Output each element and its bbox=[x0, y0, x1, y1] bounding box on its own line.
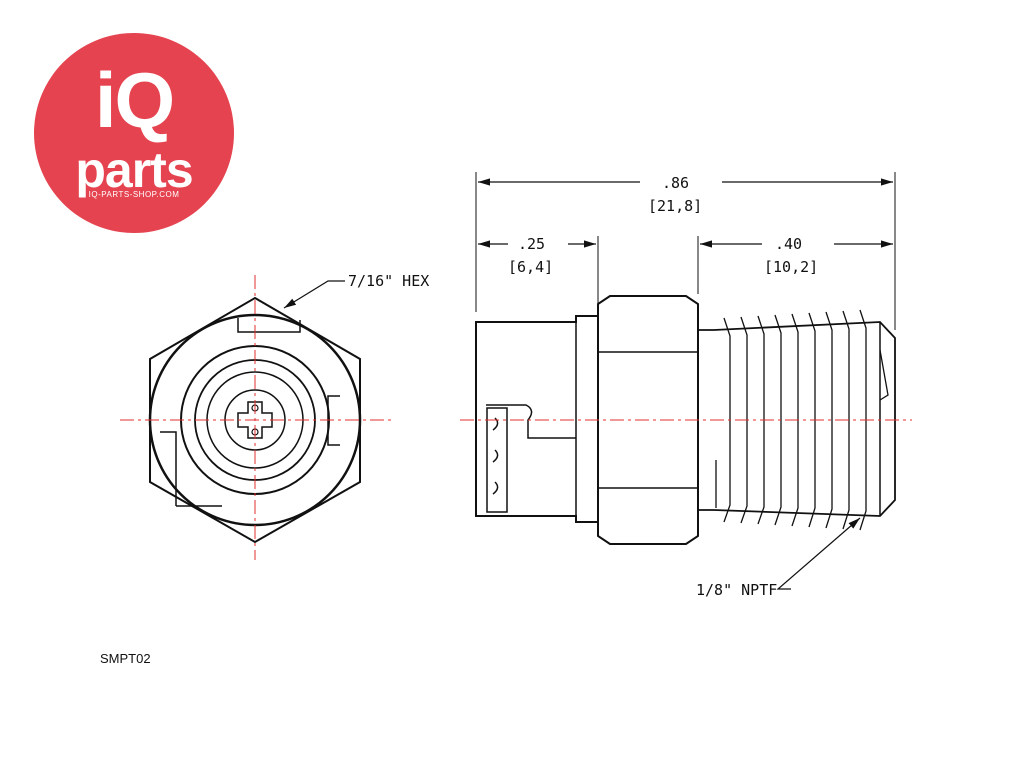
front-centerlines bbox=[120, 275, 392, 560]
cross-slot bbox=[237, 401, 273, 439]
hex-label: 7/16" HEX bbox=[348, 272, 429, 290]
overall-dim-mm: [21,8] bbox=[648, 197, 702, 215]
logo-circle bbox=[34, 33, 234, 233]
latch-button bbox=[486, 404, 576, 439]
hex-section bbox=[597, 295, 699, 545]
coupling-body bbox=[475, 315, 599, 523]
thread-leader bbox=[776, 517, 861, 590]
hex-outline bbox=[149, 296, 361, 544]
extension-lines bbox=[475, 172, 896, 330]
left-dim-inch: .25 bbox=[518, 235, 545, 253]
part-code: SMPT02 bbox=[100, 651, 151, 666]
right-dim-mm: [10,2] bbox=[764, 258, 818, 276]
logo-url-text: IQ-PARTS-SHOP.COM bbox=[88, 190, 180, 199]
logo-iq-text: iQ bbox=[94, 56, 175, 144]
latch-tab-top bbox=[237, 318, 301, 333]
right-dim-inch: .40 bbox=[775, 235, 802, 253]
latch-tab-bottom bbox=[160, 431, 222, 507]
left-dim-mm: [6,4] bbox=[508, 258, 553, 276]
thread-neck bbox=[698, 329, 714, 511]
logo-parts-text: parts bbox=[75, 142, 193, 198]
thread-envelope bbox=[713, 321, 896, 517]
cpc-mark bbox=[486, 407, 508, 513]
overall-dim-inch: .86 bbox=[662, 174, 689, 192]
hex-leader bbox=[283, 280, 345, 309]
iq-parts-logo[interactable]: iQ parts IQ-PARTS-SHOP.COM bbox=[34, 33, 234, 233]
thread-label: 1/8" NPTF bbox=[696, 581, 777, 599]
